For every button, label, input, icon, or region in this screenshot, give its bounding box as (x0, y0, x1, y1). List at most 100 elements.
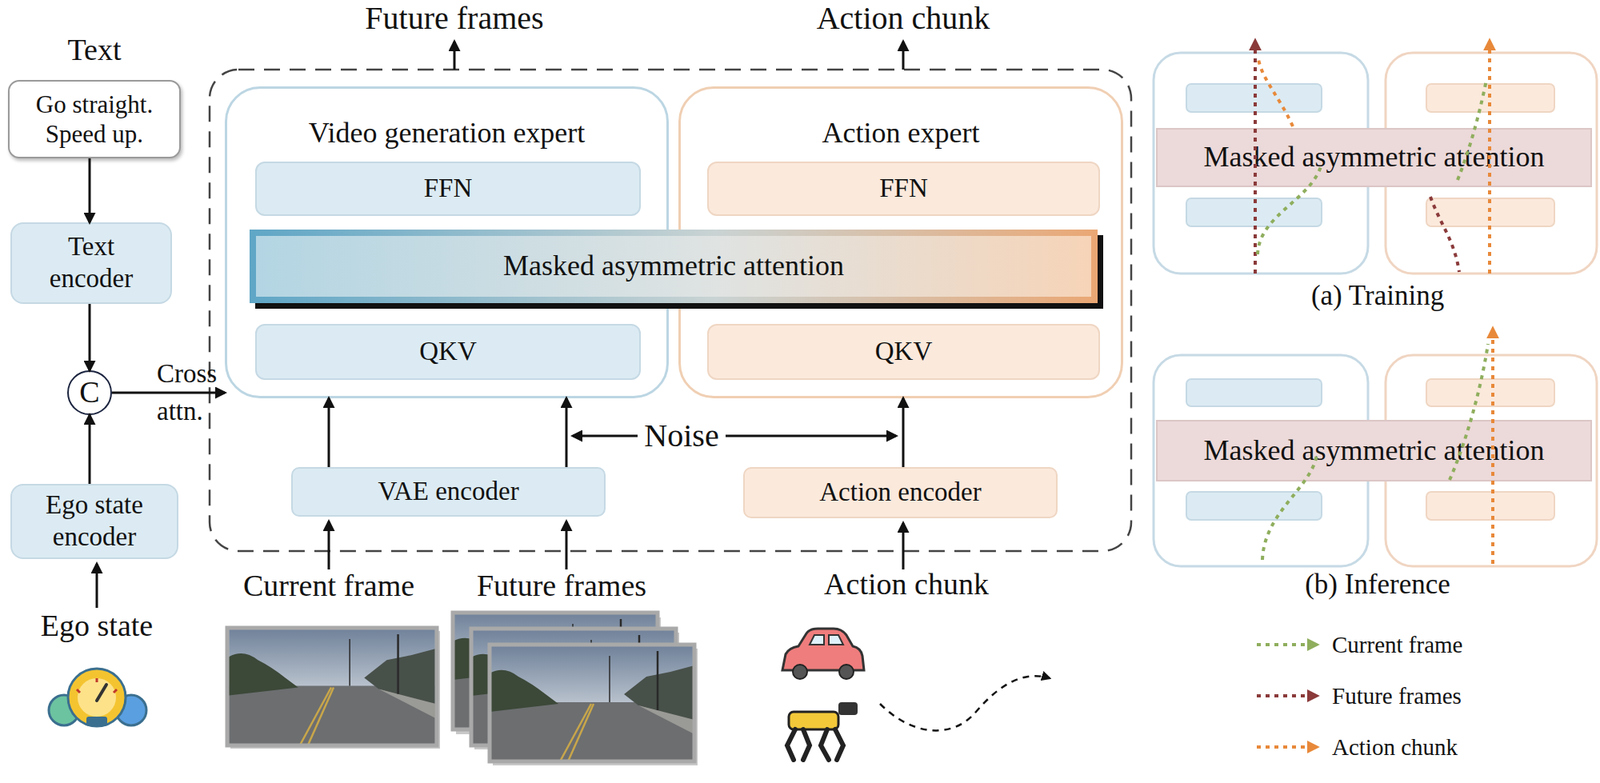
gauge-face (77, 678, 116, 717)
text-label: Current frame (243, 568, 415, 605)
node-text: Action expert (822, 116, 980, 151)
edge-label: Cross attn. (156, 355, 233, 431)
input-arrows (96, 436, 904, 608)
image-border (227, 628, 437, 746)
noise-arrow (725, 435, 896, 438)
node-text: Masked asymmetric attention (1204, 140, 1545, 175)
arrow (565, 521, 568, 570)
node-text: FFN (879, 172, 928, 205)
layer-block (1426, 84, 1555, 112)
arrow (96, 564, 99, 608)
layer-block (1186, 84, 1322, 112)
text-label: Action chunk (824, 566, 989, 604)
action-chunk-flow (1258, 59, 1293, 127)
node-text: Text encoder (31, 231, 152, 295)
current-frame-flow (1257, 164, 1322, 255)
action-chunk-flow (1488, 41, 1492, 274)
legend-text: Current frame (1332, 631, 1463, 660)
layer-block (1426, 198, 1555, 227)
node-text: Go straight. Speed up. (20, 89, 169, 149)
gauge-base (86, 716, 108, 727)
image-border (452, 612, 658, 730)
text-label: Noise (644, 416, 719, 456)
layer-box: QKV (255, 324, 641, 380)
layer-box: FFN (255, 161, 641, 216)
image-shadow (456, 617, 661, 735)
legend-text: Action chunk (1332, 733, 1458, 762)
robot-legs (787, 729, 844, 760)
text-label: Action chunk (816, 0, 991, 38)
text-label: Ego state (40, 608, 153, 645)
arrow (902, 523, 905, 570)
future-frames-flow (1253, 41, 1257, 274)
output-arrows (454, 41, 904, 70)
concat-circle: C (67, 370, 112, 416)
text-label: Future frames (364, 0, 544, 38)
arrow (902, 41, 905, 70)
gauge-big (68, 668, 126, 727)
connector-arrow (88, 304, 92, 371)
connector-arrow (328, 398, 331, 468)
legend-sample (1256, 745, 1316, 749)
image-shadow (474, 632, 680, 750)
attention-band: Masked asymmetric attention (1156, 420, 1592, 482)
legend-text: Future frames (1332, 682, 1462, 711)
connector-arrow (88, 415, 92, 484)
node-text: Masked asymmetric attention (1204, 433, 1545, 468)
connector-arrow (902, 398, 905, 468)
layer-block (1186, 198, 1322, 227)
robot-body (788, 712, 839, 730)
input-heading: Text (9, 32, 180, 69)
gauge-small (48, 695, 80, 726)
training-panel (1153, 52, 1597, 274)
connector-arrow (112, 392, 225, 395)
layer-block (1426, 379, 1555, 407)
text-label: Future frames (476, 568, 647, 605)
node-text: C (79, 374, 100, 412)
image-shadow (230, 631, 440, 749)
noise-arrow (572, 435, 638, 438)
attention-band: Masked asymmetric attention (1156, 128, 1592, 188)
connector-arrow (88, 158, 92, 223)
car-wheel (792, 664, 808, 680)
text-label: (a) Training (1311, 279, 1444, 313)
robot-head (838, 702, 858, 716)
arrow (453, 41, 456, 70)
future-frames-flow (1430, 196, 1460, 272)
node-text: Video generation expert (308, 116, 586, 151)
gauge-needle (96, 684, 107, 701)
text-input-box: TextGo straight. Speed up. (8, 80, 181, 159)
current-frame-flow (1262, 454, 1317, 560)
frame-images (227, 612, 698, 766)
dashed-frame (209, 69, 1132, 552)
future-frame-image (489, 644, 695, 762)
dotted-flows (1255, 41, 1493, 748)
node-text: QKV (875, 336, 933, 368)
connector-arrow (565, 398, 568, 468)
car-body (782, 628, 864, 671)
layer-block (1186, 379, 1322, 407)
image-border (471, 628, 676, 746)
encoder-box: VAE encoder (291, 467, 606, 517)
node-text: QKV (419, 336, 477, 368)
gauge-icon (48, 668, 147, 727)
encoder-box: Text encoder (10, 222, 172, 304)
car-icon (782, 628, 864, 680)
future-frame-image (471, 628, 676, 746)
node-text: FFN (424, 172, 473, 205)
attention-band: Masked asymmetric attention (249, 229, 1098, 304)
gauge-ticks (76, 678, 117, 693)
node-text: VAE encoder (377, 476, 519, 508)
robot-dog-icon (787, 702, 858, 760)
car-wheel (839, 664, 854, 680)
image-border (489, 644, 695, 762)
future-frame-image (452, 612, 658, 730)
node-text: Masked asymmetric attention (503, 248, 844, 284)
legend-sample (1256, 643, 1316, 647)
layer-block (1186, 492, 1322, 520)
current-frame-image (228, 628, 436, 746)
